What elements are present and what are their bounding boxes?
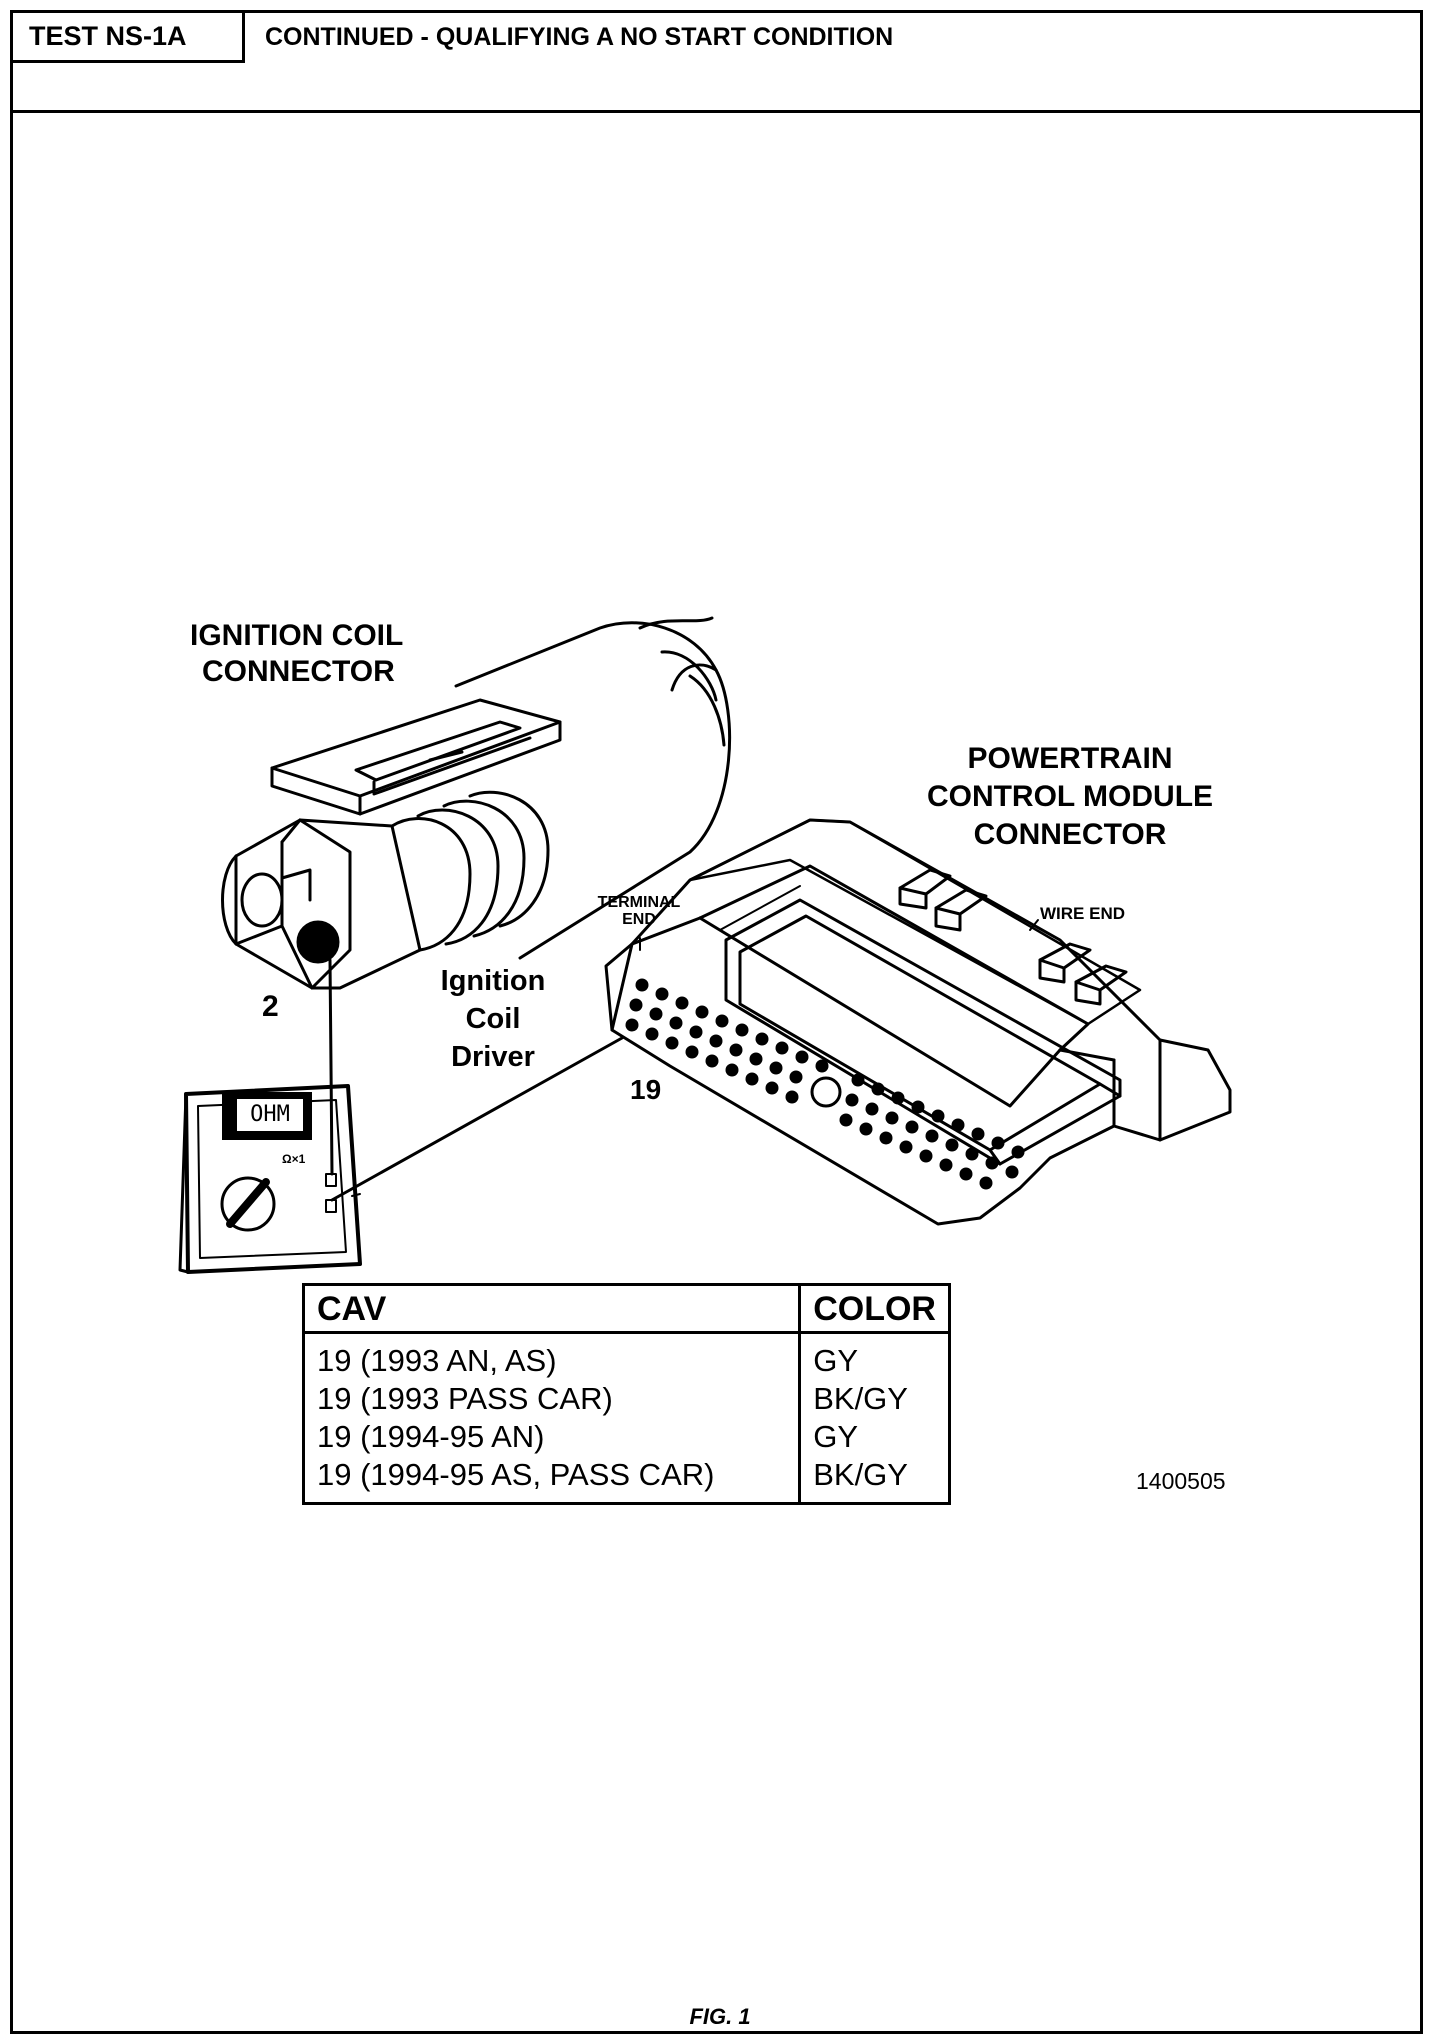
page-frame: TEST NS-1A CONTINUED - QUALIFYING A NO S… bbox=[10, 10, 1423, 2034]
driver-label-line1: Ignition bbox=[440, 965, 546, 997]
cav-cell: 19 (1994-95 AS, PASS CAR) bbox=[303, 1456, 802, 1504]
color-cell: BK/GY bbox=[813, 1457, 908, 1492]
coil-connector-label: IGNITION COIL CONNECTOR bbox=[190, 618, 403, 690]
meter-range-label: Ω×1 bbox=[282, 1152, 306, 1166]
terminal-end-line2: END bbox=[622, 911, 656, 928]
table-row: 19 (1994-95 AN) GY bbox=[303, 1418, 950, 1456]
header-cav: CAV bbox=[303, 1284, 802, 1334]
coil-connector-label-line1: IGNITION COIL bbox=[190, 619, 404, 652]
table-row: 19 (1993 AN, AS) GY bbox=[303, 1332, 950, 1380]
coil-connector-label-line2: CONNECTOR bbox=[202, 655, 395, 688]
meter-display-text: OHM bbox=[250, 1102, 290, 1127]
cav-cell: 19 (1993 AN, AS) bbox=[303, 1332, 802, 1380]
pcm-label-line2: CONTROL MODULE bbox=[926, 780, 1214, 813]
test-title: CONTINUED - QUALIFYING A NO START CONDIT… bbox=[265, 23, 894, 51]
wire-end-label: WIRE END bbox=[1040, 904, 1125, 923]
table-header-row: CAV COLOR bbox=[303, 1284, 950, 1334]
table-row: 19 (1993 PASS CAR) BK/GY bbox=[303, 1380, 950, 1418]
ignition-coil-connector-drawing bbox=[221, 616, 732, 990]
color-cell: BK/GY bbox=[813, 1381, 908, 1416]
figure-number: 1400505 bbox=[1136, 1468, 1226, 1494]
pcm-label-line1: POWERTRAIN bbox=[967, 742, 1173, 775]
pin-2-label: 2 bbox=[262, 990, 279, 1023]
figure-caption: FIG. 1 bbox=[689, 2004, 751, 2029]
test-id: TEST NS-1A bbox=[13, 13, 245, 63]
cav-cell: 19 (1993 PASS CAR) bbox=[303, 1380, 802, 1418]
terminal-end-label: TERMINAL END bbox=[584, 894, 694, 928]
pcm-label-line3: CONNECTOR bbox=[973, 818, 1167, 851]
pin-19-label: 19 bbox=[630, 1074, 662, 1105]
driver-label: Ignition Coil Driver bbox=[418, 962, 568, 1076]
header-row: TEST NS-1A CONTINUED - QUALIFYING A NO S… bbox=[13, 13, 1420, 113]
color-cell: GY bbox=[813, 1419, 859, 1454]
pcm-connector-drawing bbox=[604, 818, 1232, 1226]
terminal-end-line1: TERMINAL bbox=[597, 894, 681, 911]
driver-label-line2: Coil bbox=[465, 1003, 521, 1035]
ohmmeter-drawing bbox=[178, 958, 624, 1274]
pcm-connector-label: POWERTRAIN CONTROL MODULE CONNECTOR bbox=[900, 740, 1240, 854]
table-row: 19 (1994-95 AS, PASS CAR) BK/GY bbox=[303, 1456, 950, 1504]
header-color: COLOR bbox=[799, 1284, 950, 1334]
cav-color-table: CAV COLOR 19 (1993 AN, AS) GY 19 (1993 P… bbox=[302, 1283, 951, 1505]
driver-label-line3: Driver bbox=[451, 1041, 535, 1073]
cav-cell: 19 (1994-95 AN) bbox=[303, 1418, 802, 1456]
color-cell: GY bbox=[813, 1343, 859, 1378]
